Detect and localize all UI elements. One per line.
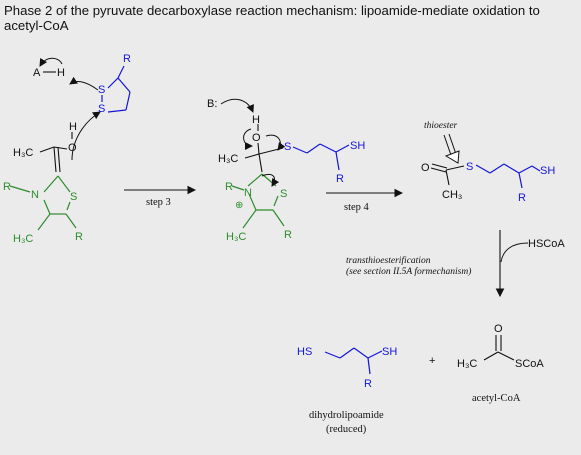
atom-sh-product: SH bbox=[382, 346, 397, 358]
atom-h3c-thiazole-1: H₃C bbox=[13, 233, 33, 245]
atom-sh-thioester: SH bbox=[540, 165, 555, 177]
label-acetylcoa: acetyl-CoA bbox=[472, 393, 521, 404]
label-hscoa: HSCoA bbox=[528, 238, 565, 250]
figure-caption: Phase 2 of the pyruvate decarboxylase re… bbox=[4, 3, 540, 33]
arrow-electron-ylide bbox=[261, 173, 280, 187]
atom-r-n-1: R bbox=[3, 181, 11, 193]
atom-o-intermediate: O bbox=[252, 132, 261, 144]
atom-r-product: R bbox=[364, 378, 372, 390]
positive-charge-icon: ⊕ bbox=[235, 200, 243, 211]
plus-sign: + bbox=[429, 355, 435, 367]
atom-s-lower: S bbox=[98, 103, 105, 115]
arrow-electron-base bbox=[220, 98, 254, 113]
atom-ch3-thioester: CH₃ bbox=[442, 189, 462, 201]
label-step3: step 3 bbox=[146, 197, 171, 208]
label-thioester: thioester bbox=[424, 121, 458, 131]
atom-r-thiazole-1: R bbox=[75, 231, 83, 243]
atom-h3c-enamine: H₃C bbox=[13, 147, 33, 159]
atom-r-intermediate: R bbox=[336, 173, 344, 185]
arrow-electron-enamine-to-s bbox=[71, 111, 101, 161]
thiazole-ring-1 bbox=[9, 175, 77, 231]
atom-s-thiazole-2: S bbox=[280, 188, 287, 200]
atom-o-thioester: O bbox=[421, 162, 430, 174]
atom-n-1: N bbox=[31, 189, 39, 201]
atom-s-upper: S bbox=[98, 84, 105, 96]
dithiol-arm-thioester bbox=[475, 163, 541, 189]
dithiol-arm-intermediate bbox=[292, 143, 350, 171]
atom-h-acid: H bbox=[57, 67, 65, 79]
atom-r-thioester: R bbox=[518, 192, 526, 204]
atom-r-top: R bbox=[123, 53, 131, 65]
atom-sh-intermediate: SH bbox=[350, 140, 365, 152]
atom-scoa: SCoA bbox=[515, 358, 544, 370]
atom-s-thiazole-1: S bbox=[70, 191, 77, 203]
acetylcoa-structure bbox=[483, 335, 515, 361]
thioester-pointer-arrow bbox=[443, 133, 460, 164]
lipoamide-ring bbox=[101, 65, 131, 113]
arrow-electron-s-to-h bbox=[69, 76, 99, 91]
label-transthio-line1: transthioesterification bbox=[346, 255, 431, 266]
atom-n-2: N bbox=[244, 187, 252, 199]
atom-base-b: B: bbox=[207, 98, 217, 110]
arrow-electron-a-h bbox=[39, 57, 63, 67]
atom-r-n-2: R bbox=[225, 181, 233, 193]
atom-h3c-intermediate: H₃C bbox=[218, 153, 238, 165]
atom-r-thiazole-2: R bbox=[284, 229, 292, 241]
label-step4: step 4 bbox=[344, 202, 370, 213]
dihydrolipoamide-structure bbox=[324, 347, 383, 375]
atom-s-intermediate: S bbox=[284, 141, 291, 153]
atom-h-hydroxyl: H bbox=[69, 121, 77, 133]
atom-h3c-acetylcoa: H₃C bbox=[457, 358, 477, 370]
atom-s-thioester: S bbox=[466, 161, 473, 173]
atom-h-intermediate: H bbox=[252, 114, 260, 126]
arrow-electron-oh bbox=[243, 128, 253, 150]
atom-o-hydroxyl: O bbox=[68, 142, 77, 154]
arrow-hscoa-entry bbox=[500, 242, 529, 263]
atom-hs-product: HS bbox=[297, 346, 312, 358]
thiazole-ring-2 bbox=[231, 173, 285, 229]
arrow-electron-co bbox=[265, 134, 286, 151]
label-dihydrolipoamide: dihydrolipoamide bbox=[309, 410, 384, 421]
atom-h3c-thiazole-2: H₃C bbox=[226, 231, 246, 243]
label-transthio-line2: (see section II.5A formechanism) bbox=[346, 266, 471, 277]
atom-a: A bbox=[33, 67, 41, 79]
atom-o-acetylcoa: O bbox=[494, 323, 503, 335]
label-reduced: (reduced) bbox=[326, 424, 367, 435]
